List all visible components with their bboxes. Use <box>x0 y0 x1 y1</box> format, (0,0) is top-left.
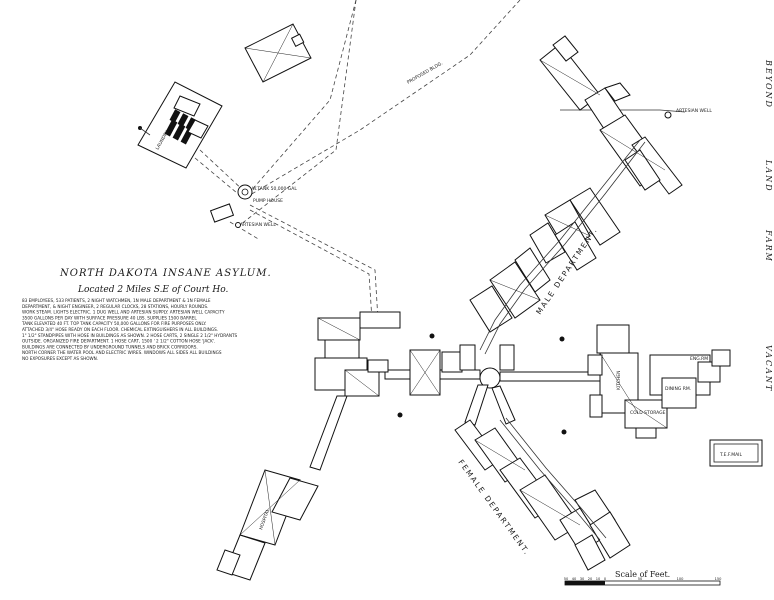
pipe-lines <box>194 0 686 321</box>
margin-beyond: BEYOND <box>764 59 773 109</box>
scale-tick-label: 150 <box>715 577 723 581</box>
scale-tick-label: 30 <box>580 577 585 581</box>
note-line: 3500 GALLONS PER DAY WITH SURFACE PRESSU… <box>22 315 197 320</box>
label-cold-storage: COLD STORAGE <box>630 410 666 416</box>
map-subtitle: Located 2 Miles S.E of Court Ho. <box>77 285 228 295</box>
admin-block <box>314 311 401 397</box>
label-engine-room: ENG.RM <box>690 356 708 362</box>
male-wing <box>469 35 683 355</box>
label-kitchen: KITCHEN <box>616 371 622 391</box>
hospital-wing <box>216 395 348 581</box>
map-title: NORTH DAKOTA INSANE ASYLUM. <box>59 268 272 279</box>
margin-vacant: VACANT <box>764 345 773 392</box>
scale-caption: Scale of Feet. <box>615 570 670 579</box>
scale-tick-label: 40 <box>572 577 577 581</box>
label-artesian-well-2: ARTESIAN WELL <box>676 108 712 114</box>
label-artesian-well-1: ARTESIAN WELL <box>240 222 276 228</box>
note-line: DEPARTMENT, & NIGHT ENGINEER, 2 REGULAR … <box>22 304 208 309</box>
boiler-house <box>137 81 223 169</box>
label-dining-room: DINING RM. <box>665 386 691 392</box>
scale-tick-label: 100 <box>677 577 685 581</box>
note-line: 83 EMPLOYEES, 533 PATIENTS, 2 NIGHT WATC… <box>22 298 211 303</box>
note-line: ATTACHED 3/4" HOSE READY ON EACH FLOOR. … <box>22 327 218 332</box>
central-hub <box>384 333 601 435</box>
label-water-tank: W.TANK 50,000 GAL <box>252 186 297 192</box>
scale-tick-label: 0 <box>604 577 607 581</box>
label-proposed-building: PROPOSED BLDG. <box>406 60 444 85</box>
scale-tick-label: 50 <box>638 577 643 581</box>
note-line: NO EXPOSURES EXCEPT AS SHOWN. <box>22 356 98 361</box>
stamp-text: T.E.F.MAIL <box>719 452 743 458</box>
scale-tick-label: 50 <box>564 577 569 581</box>
outbuilding-top <box>244 23 312 83</box>
scale-tick-label: 10 <box>596 577 601 581</box>
stamp: T.E.F.MAIL <box>713 443 759 463</box>
note-line: NORTH CORNER THE WATER POOL AND ELECTRIC… <box>22 350 222 355</box>
note-line: 1" 1/2" STANDPIPES WITH HOSE IN BUILDING… <box>22 333 238 338</box>
label-pump-house: PUMP HOUSE <box>253 198 283 204</box>
margin-farm: FARM <box>764 229 773 263</box>
note-line: BUILDINGS ARE CONNECTED BY UNDERGROUND T… <box>22 344 198 349</box>
notes-block: 83 EMPLOYEES, 533 PATIENTS, 2 NIGHT WATC… <box>21 298 238 361</box>
note-line: OUTSIDE. ORGANIZED FIRE DEPARTMENT. 1 HO… <box>22 339 215 344</box>
note-line: TANK ELEVATED 40 FT. TOP TANK CAPACITY 5… <box>21 321 206 326</box>
scale-tick-label: 20 <box>588 577 593 581</box>
water-works <box>209 111 672 228</box>
note-line: WORK STEAM. LIGHTS ELECTRIC. 1 DUG WELL … <box>22 310 225 315</box>
margin-land: LAND <box>764 159 773 193</box>
female-wing <box>454 417 631 571</box>
